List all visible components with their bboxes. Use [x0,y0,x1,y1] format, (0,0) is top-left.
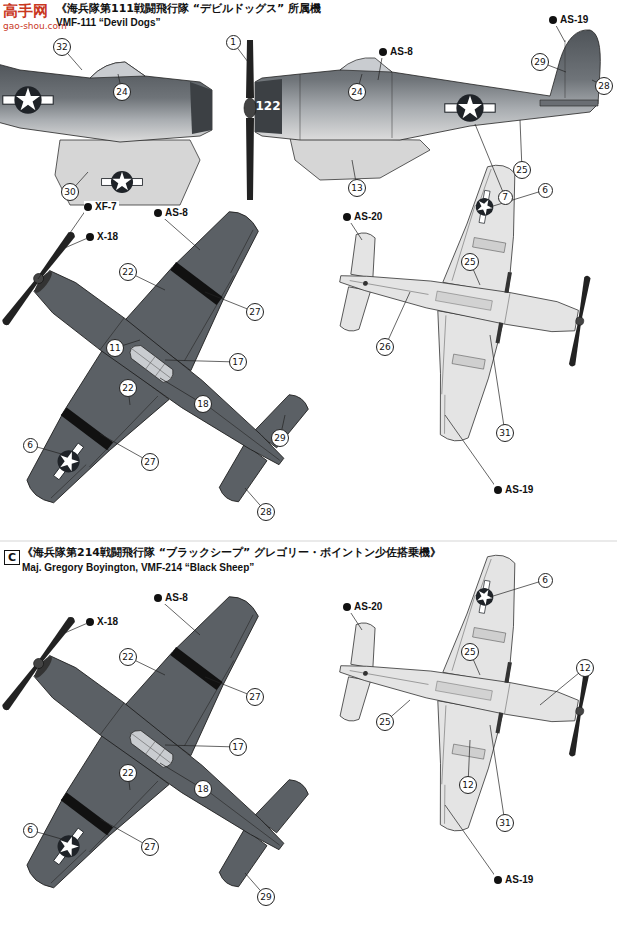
callout-number: 25 [461,253,479,271]
paint-code: AS-8 [154,592,190,604]
callout-number: 18 [194,780,212,798]
callout-number: 22 [119,764,137,782]
paint-code: XF-7 [84,201,119,213]
paint-code: AS-19 [494,484,535,496]
leader-line [490,190,545,207]
paint-code: AS-8 [154,207,190,219]
top-view [0,521,386,942]
callout-number: 24 [113,83,131,101]
paint-code: AS-19 [494,874,535,886]
callout-number: 30 [61,183,79,201]
callout-number: 24 [348,83,366,101]
callout-number: 25 [461,643,479,661]
section-rule [0,541,617,542]
leader-line [445,415,498,490]
callout-number: 22 [119,379,137,397]
scheme-caption: 《海兵隊第111戦闘飛行隊 “デビルドッグス” 所属機 [56,2,321,15]
leader-line [445,805,498,880]
paint-code: X-18 [86,616,120,628]
callout-number: 22 [119,263,137,281]
leader-line [490,725,505,823]
paint-code: X-18 [86,231,120,243]
leader-line [475,124,505,197]
callout-number: 25 [513,161,531,179]
callout-number: 27 [246,303,264,321]
underside-view [316,141,608,459]
callout-number: 31 [496,814,514,832]
leader-line [490,580,545,597]
callout-number: 18 [194,395,212,413]
callout-number: 11 [106,339,124,357]
callout-number: 29 [271,429,289,447]
callout-number: 6 [23,823,38,838]
leader-line [38,207,88,279]
callout-number: 6 [23,438,38,453]
callout-number: 12 [459,776,477,794]
underside-view [316,531,608,849]
scheme-caption: 《海兵隊第214戦闘飛行隊 “ブラックシープ” グレゴリー・ボイントン少佐搭乗機… [22,546,441,559]
scheme-caption: VMF-111 “Devil Dogs” [56,17,160,29]
callout-number: 12 [576,659,594,677]
top-view [0,136,386,601]
callout-number: 6 [538,183,553,198]
callout-number: 32 [53,38,71,56]
scheme-caption: Maj. Gregory Boyington, VMF-214 “Black S… [22,562,254,574]
watermark: 高手网 [3,2,48,20]
callout-number: 26 [376,338,394,356]
leader-line [165,745,238,747]
paint-code: AS-8 [379,46,415,58]
callout-number: 17 [229,738,247,756]
callout-number: 1 [226,35,241,50]
leader-line [165,360,238,362]
side-view-left [0,62,212,205]
callout-number: 17 [229,353,247,371]
paint-code: AS-20 [343,601,384,613]
paint-code: AS-20 [343,211,384,223]
callout-number: 27 [141,453,159,471]
aircraft-number: 122 [255,99,280,113]
callout-number: 27 [141,838,159,856]
callout-number: 7 [498,190,513,205]
callout-number: 13 [348,179,366,197]
callout-number: 6 [538,573,553,588]
callout-number: 28 [257,503,275,521]
leader-line [490,335,505,433]
paint-code: AS-19 [549,14,590,26]
callout-number: 27 [246,688,264,706]
callout-number: 28 [595,77,613,95]
callout-number: 25 [376,713,394,731]
callout-number: 22 [119,648,137,666]
side-view-right [244,30,600,200]
callout-number: 29 [257,888,275,906]
callout-number: 31 [496,424,514,442]
callout-number: 29 [531,53,549,71]
section-letter: C [4,550,20,565]
